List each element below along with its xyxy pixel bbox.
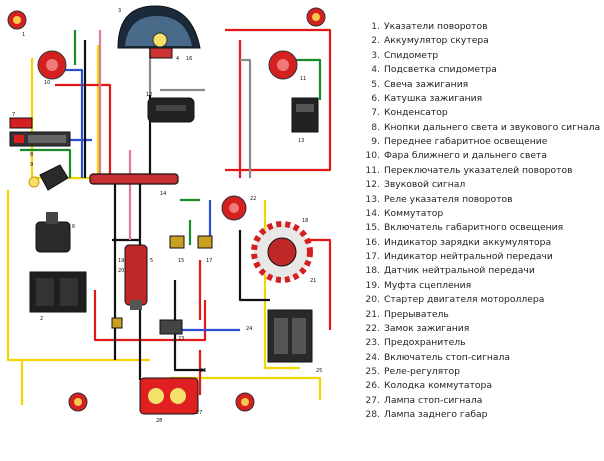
- component-label-23: 23: [178, 336, 184, 342]
- wire-pink: [98, 30, 132, 240]
- legend-item: 1.Указатели поворотов: [371, 21, 488, 32]
- component-label-15: 15: [178, 258, 184, 264]
- legend-item: 21.Прерыватель: [365, 308, 449, 320]
- legend-item: 13.Реле указателя поворотов: [365, 193, 513, 205]
- legend-item: 11.Переключатель указателей поворотов: [365, 164, 573, 176]
- component-label-16: 16: [186, 56, 192, 62]
- component-label-1: 1: [22, 32, 25, 38]
- legend-item: 19.Муфта сцепления: [365, 279, 472, 291]
- component-label-28: 28: [156, 418, 162, 424]
- legend-item: 8.Кнопки дальнего света и звукового сигн…: [371, 121, 601, 133]
- turn-signal-icon: [7, 7, 326, 412]
- legend-item: 7.Конденсатор: [371, 107, 448, 119]
- legend-item: 25.Реле-регулятор: [365, 366, 460, 377]
- legend-item: 2.Аккумулятор скутера: [371, 35, 489, 47]
- component-label-18: 18: [302, 218, 308, 224]
- component-label-22: 22: [250, 196, 256, 202]
- component-legend: 1.Указатели поворотов 2.Аккумулятор скут…: [364, 20, 604, 423]
- legend-item: 20.Стартер двигателя мотороллера: [365, 294, 545, 306]
- connector-icon: [111, 235, 213, 335]
- spark-plug-icon: [124, 244, 148, 310]
- wire-green: [20, 30, 322, 245]
- legend-item: 26.Колодка коммутатора: [365, 380, 492, 392]
- component-label-4: 4: [176, 56, 179, 62]
- buttons-icon: [9, 131, 71, 147]
- legend-item: 9.Переднее габаритное освещение: [371, 136, 548, 147]
- ignition-coil-icon: [35, 212, 71, 253]
- legend-item: 27.Лампа стоп-сигнала: [365, 394, 483, 406]
- legend-item: 17.Индикатор нейтральной передачи: [365, 251, 553, 262]
- component-label-21: 21: [310, 278, 316, 284]
- legend-item: 24.Включатель стоп-сигнала: [365, 351, 511, 363]
- component-label-24: 24: [246, 326, 252, 332]
- legend-item: 4.Подсветка спидометра: [371, 64, 497, 76]
- component-label-7: 7: [12, 112, 15, 118]
- component-label-25: 25: [316, 368, 322, 374]
- legend-item: 14.Коммутатор: [365, 207, 444, 219]
- legend-item: 6.Катушка зажигания: [371, 92, 483, 104]
- component-labels: 1 2 3 4 5 6 7 8 9 10 11 12 13 14 15 16 1…: [12, 8, 322, 424]
- legend-item: 3.Спидометр: [371, 49, 439, 61]
- component-label-14: 14: [160, 191, 166, 197]
- ignition-lock-icon: [221, 195, 247, 221]
- stop-lamp-icon: [139, 377, 199, 415]
- legend-item: 16.Индикатор зарядки аккумулятора: [365, 236, 552, 248]
- legend-item: 23.Предохранитель: [365, 337, 466, 349]
- condenser-icon: [9, 117, 33, 129]
- legend-item: 10.Фара ближнего и дальнего света: [365, 150, 548, 162]
- legend-item: 22.Замок зажигания: [365, 322, 470, 334]
- speedometer-icon: [117, 5, 201, 59]
- battery-icon: [29, 271, 87, 313]
- component-label-8: 8: [30, 152, 33, 158]
- component-label-9: 9: [30, 162, 33, 168]
- component-label-19: 19: [118, 258, 124, 264]
- turn-switch-icon: [268, 50, 298, 80]
- legend-item: 5.Свеча зажигания: [371, 78, 469, 90]
- component-label-3: 3: [118, 8, 121, 14]
- component-label-12: 12: [146, 92, 152, 98]
- horn-icon: [147, 97, 195, 123]
- component-label-17: 17: [206, 258, 212, 264]
- legend-item: 28.Лампа заднего габар: [365, 409, 488, 421]
- regulator-icon: [267, 309, 313, 363]
- component-label-20: 20: [118, 268, 124, 274]
- component-label-27: 27: [196, 410, 202, 416]
- legend-item: 18.Датчик нейтральной передачи: [365, 265, 535, 277]
- headlight-icon: [37, 50, 67, 80]
- wiring-diagram: 1 2 3 4 5 6 7 8 9 10 11 12 13 14 15 16 1…: [6, 5, 332, 424]
- component-label-26: 26: [200, 368, 206, 374]
- wire-junction: [89, 173, 179, 185]
- component-label-13: 13: [298, 138, 304, 144]
- component-label-2: 2: [40, 316, 43, 322]
- component-label-11: 11: [300, 76, 306, 82]
- relay-icon: [291, 97, 319, 133]
- component-label-6: 6: [72, 224, 75, 230]
- legend-item: 12.Звуковой сигнал: [365, 179, 466, 191]
- component-label-5: 5: [150, 258, 153, 264]
- wire-red: [55, 28, 332, 395]
- commutator-icon: [251, 221, 313, 283]
- parking-light-icon: [28, 164, 69, 191]
- legend-item: 15.Включатель габаритного освещения: [365, 222, 564, 234]
- component-label-10: 10: [44, 80, 50, 86]
